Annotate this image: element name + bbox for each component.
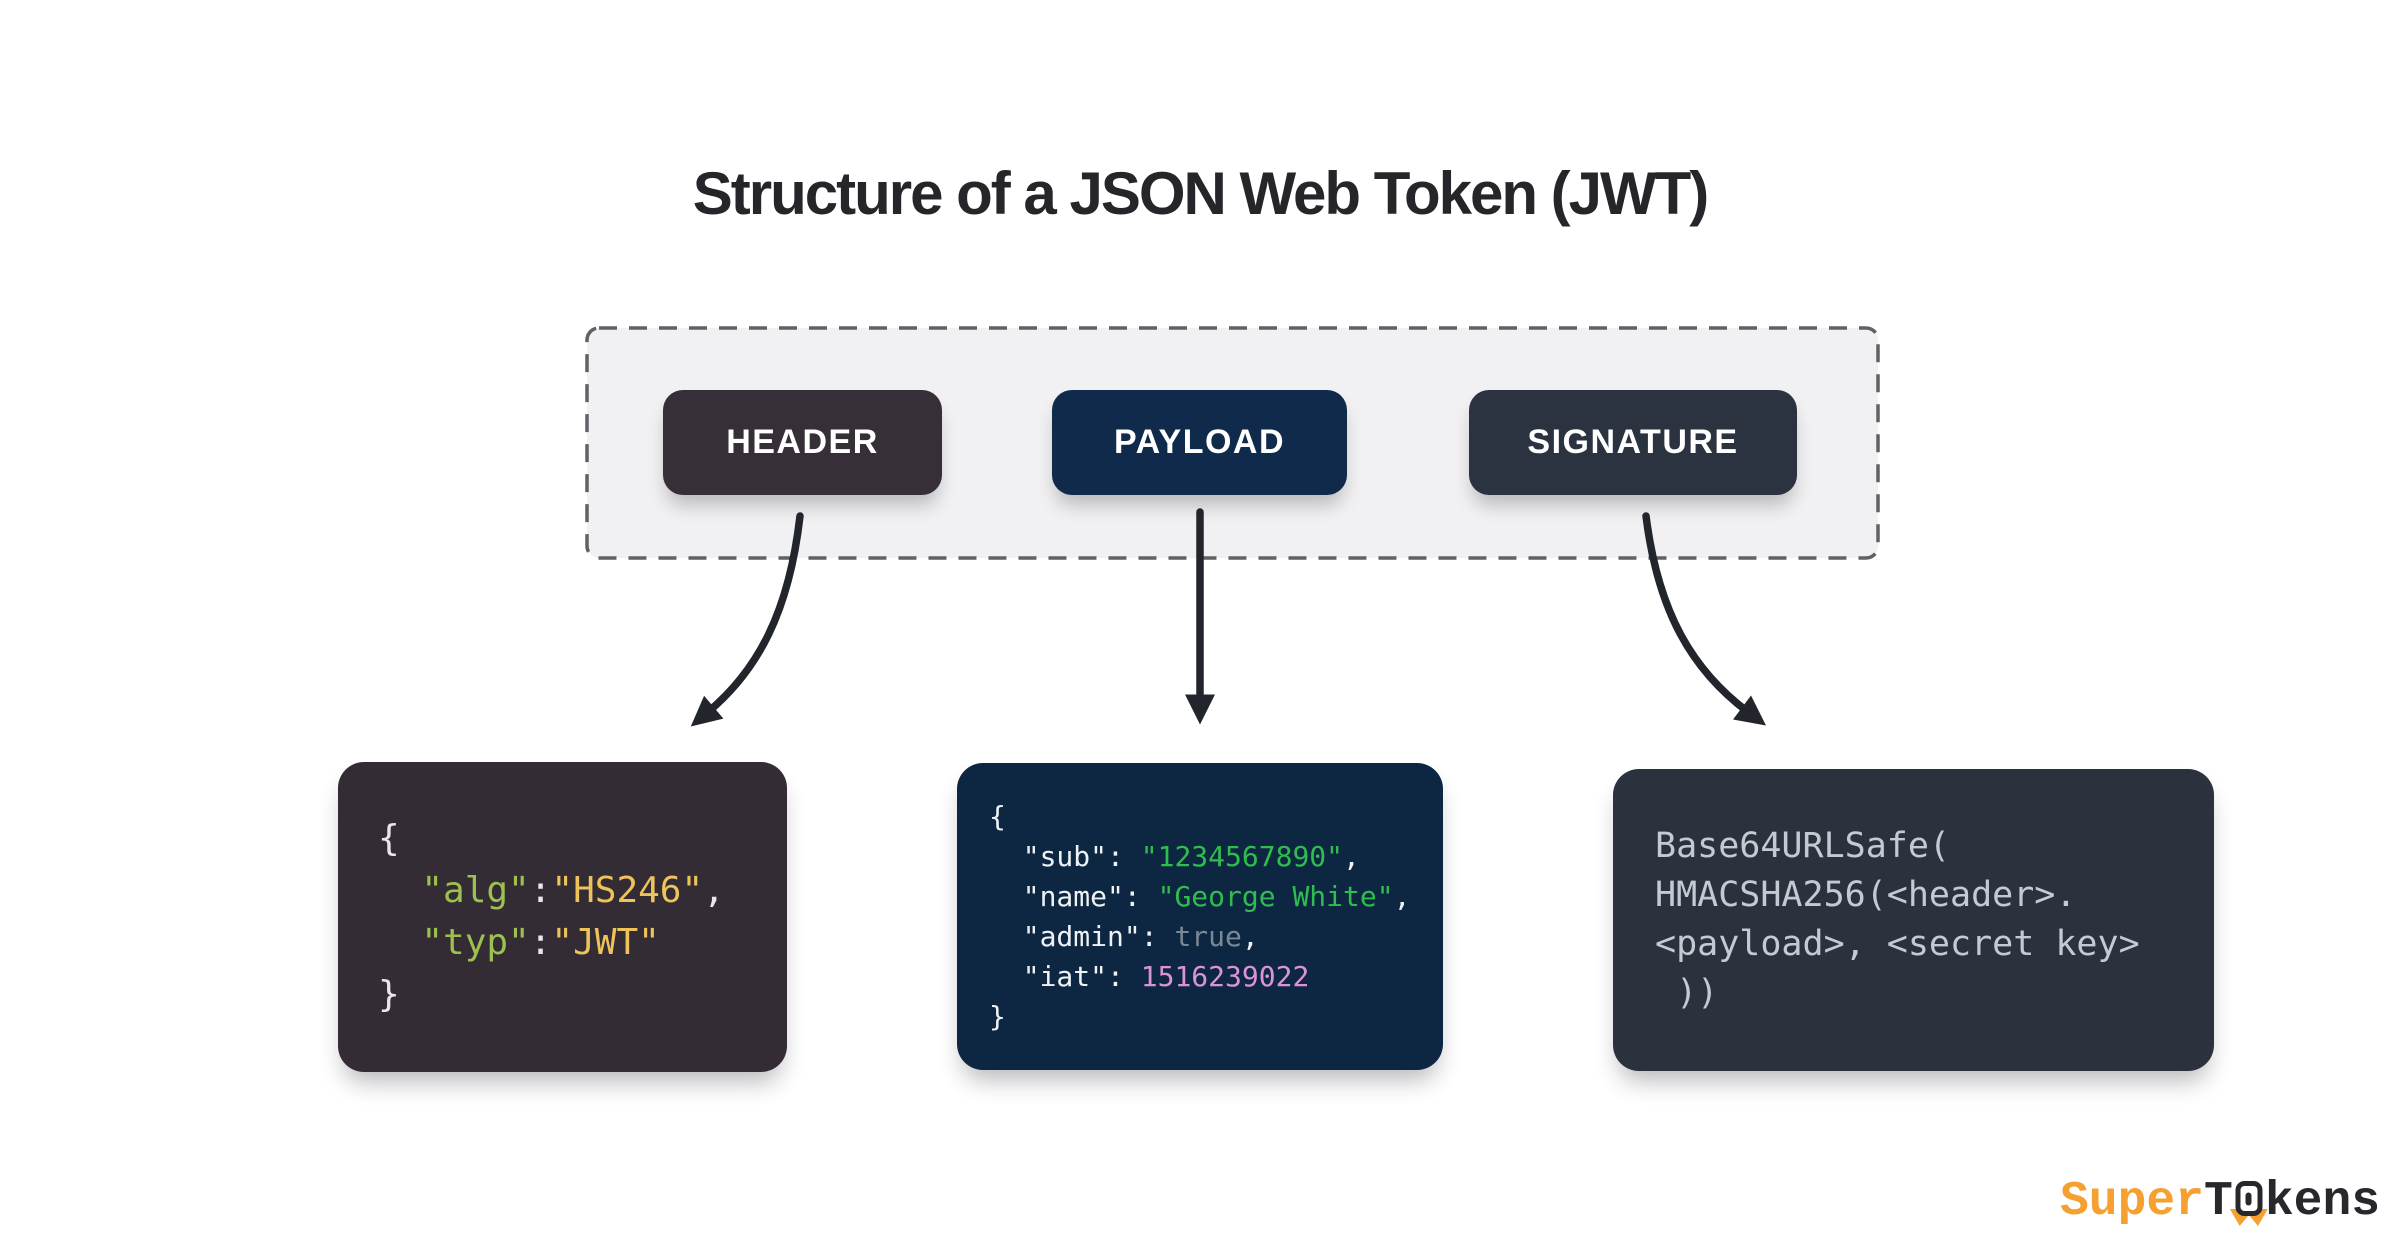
code-token: { <box>989 799 1006 833</box>
lock-body-icon <box>2235 1181 2263 1216</box>
logo-t-text: T <box>2204 1175 2233 1229</box>
code-token: } <box>378 974 400 1015</box>
code-token: "alg" <box>421 870 530 911</box>
code-token: HMACSHA256(<header>. <box>1655 875 2077 915</box>
code-token <box>378 870 421 911</box>
code-token: 1516239022 <box>1140 959 1310 993</box>
signature-code-box: Base64URLSafe( HMACSHA256(<header>. <paylo… <box>1613 769 2214 1071</box>
code-token: : <box>529 922 552 963</box>
signature-pill: SIGNATURE <box>1469 390 1797 495</box>
diagram-title: Structure of a JSON Web Token (JWT) <box>692 160 1710 227</box>
logo-kens-text: kens <box>2264 1175 2381 1229</box>
code-token: Base64URLSafe( <box>1655 826 1951 866</box>
code-line: "name": "George White", <box>989 877 1443 917</box>
code-line: "admin": true, <box>989 917 1443 957</box>
jwt-parts-panel: HEADER PAYLOAD SIGNATURE <box>585 326 1880 560</box>
code-token: <payload>, <secret key> <box>1655 924 2140 964</box>
logo-super-text: Super <box>2060 1175 2205 1229</box>
code-line: { <box>989 797 1443 837</box>
code-token: : <box>1140 919 1175 953</box>
code-token: : <box>1123 879 1158 913</box>
code-token: "name" <box>1022 879 1124 913</box>
header-pill: HEADER <box>663 390 942 495</box>
code-line: "sub": "1234567890", <box>989 837 1443 877</box>
code-token: : <box>529 870 552 911</box>
payload-code-box: { "sub": "1234567890", "name": "George W… <box>957 763 1443 1070</box>
lock-keyhole-icon <box>2245 1192 2252 1205</box>
code-line: } <box>378 969 787 1021</box>
code-token <box>989 920 1023 953</box>
code-line: } <box>989 997 1443 1037</box>
code-token: "HS246" <box>551 870 704 911</box>
payload-pill: PAYLOAD <box>1052 390 1347 495</box>
code-token: } <box>989 999 1006 1033</box>
code-token: , <box>1241 919 1259 953</box>
code-token <box>989 880 1023 913</box>
code-line: "typ":"JWT" <box>378 917 787 969</box>
code-line: HMACSHA256(<header>. <box>1655 871 2214 920</box>
lock-icon <box>2229 1180 2268 1226</box>
header-pill-label: HEADER <box>726 423 879 461</box>
code-line: "iat": 1516239022 <box>989 957 1443 997</box>
code-token <box>989 840 1023 873</box>
code-token: : <box>1107 959 1141 993</box>
code-token: , <box>703 870 725 911</box>
code-line: { <box>378 813 787 865</box>
code-line: )) <box>1655 969 2214 1018</box>
signature-pill-label: SIGNATURE <box>1527 423 1739 461</box>
code-line: <payload>, <secret key> <box>1655 920 2214 969</box>
header-code-box: { "alg":"HS246", "typ":"JWT"} <box>338 762 787 1072</box>
code-token: "sub" <box>1022 839 1108 873</box>
code-token <box>378 922 421 963</box>
code-token: , <box>1393 879 1411 913</box>
code-line: Base64URLSafe( <box>1655 822 2214 871</box>
code-token: "JWT" <box>551 922 660 963</box>
code-token: "typ" <box>421 922 530 963</box>
code-token: { <box>378 818 400 859</box>
code-token: , <box>1343 839 1360 873</box>
code-token: true <box>1174 919 1242 953</box>
code-token: "1234567890" <box>1140 839 1344 873</box>
code-token: "admin" <box>1022 919 1141 953</box>
code-token: "George White" <box>1157 879 1394 913</box>
code-line: "alg":"HS246", <box>378 865 787 917</box>
code-token <box>989 960 1023 993</box>
code-token: )) <box>1655 973 1719 1013</box>
payload-pill-label: PAYLOAD <box>1113 423 1286 461</box>
code-token: : <box>1107 839 1141 873</box>
code-token: "iat" <box>1022 959 1108 993</box>
